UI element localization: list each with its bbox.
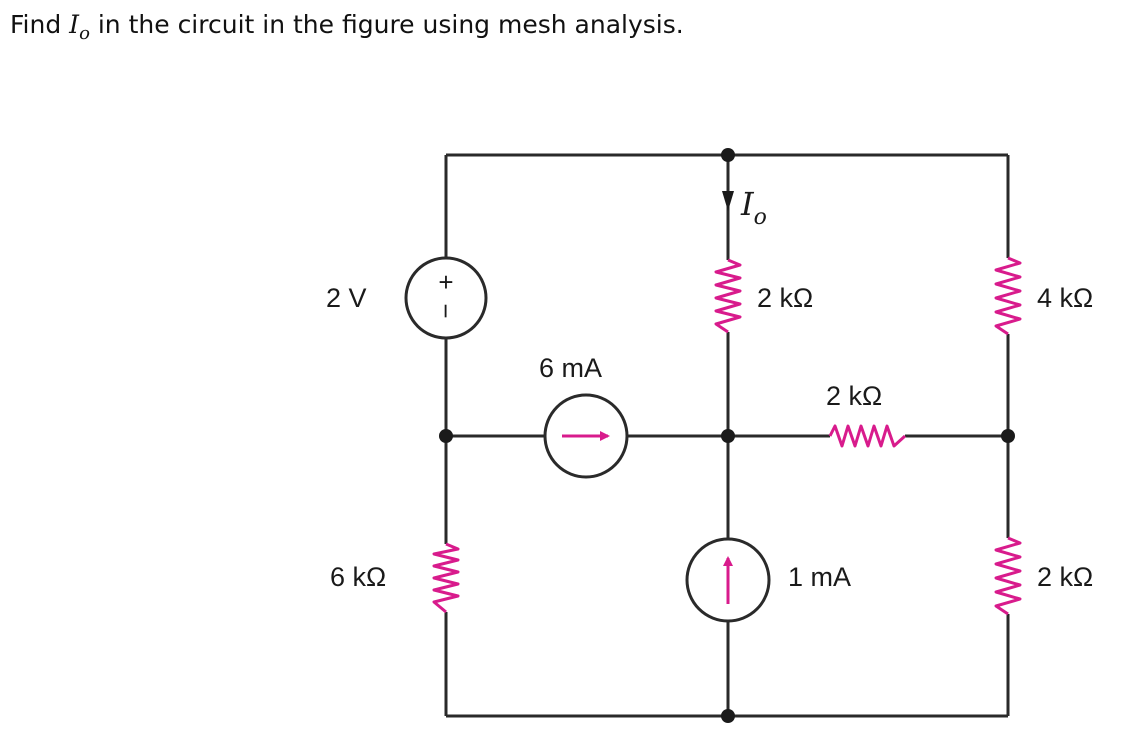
io-arrow-icon bbox=[722, 191, 734, 211]
voltage-source: + − bbox=[404, 256, 488, 340]
label-current-source-1ma: 1 mA bbox=[788, 562, 851, 592]
wires bbox=[444, 153, 1010, 718]
node-top-center bbox=[721, 148, 735, 162]
voltage-source-circle bbox=[404, 256, 488, 340]
voltage-source-plus: + bbox=[438, 267, 453, 297]
label-current-source-6ma: 6 mA bbox=[539, 353, 602, 383]
resistor-right-bottom bbox=[994, 536, 1022, 616]
nodes bbox=[439, 148, 1015, 723]
question-text: Find Io in the circuit in the figure usi… bbox=[10, 10, 684, 44]
label-voltage-source: 2 V bbox=[326, 283, 367, 313]
question-suffix: in the circuit in the figure using mesh … bbox=[89, 10, 684, 39]
resistor-right-top bbox=[994, 256, 1022, 336]
label-res-center-top: 2 kΩ bbox=[757, 283, 813, 313]
label-res-right-top: 4 kΩ bbox=[1037, 283, 1093, 313]
label-io-sub: o bbox=[754, 205, 767, 230]
label-io-symbol: I bbox=[740, 185, 755, 223]
label-io: Io bbox=[740, 185, 767, 230]
resistor-left-bottom bbox=[432, 542, 460, 614]
node-mid-left bbox=[439, 429, 453, 443]
node-bottom-center bbox=[721, 709, 735, 723]
node-mid-right bbox=[1001, 429, 1015, 443]
question-var-sub: o bbox=[79, 23, 90, 44]
current-source-1ma bbox=[685, 537, 771, 623]
question-var: I bbox=[69, 10, 80, 39]
node-mid-center bbox=[721, 429, 735, 443]
voltage-source-minus: − bbox=[431, 303, 461, 318]
resistor-center-top bbox=[714, 258, 742, 334]
current-source-6ma bbox=[543, 393, 629, 479]
label-res-left-bottom: 6 kΩ bbox=[330, 562, 386, 592]
resistor-center-horizontal bbox=[828, 424, 907, 448]
label-res-right-bottom: 2 kΩ bbox=[1037, 562, 1093, 592]
label-res-center-horizontal: 2 kΩ bbox=[826, 381, 882, 411]
question-prefix: Find bbox=[10, 10, 70, 39]
